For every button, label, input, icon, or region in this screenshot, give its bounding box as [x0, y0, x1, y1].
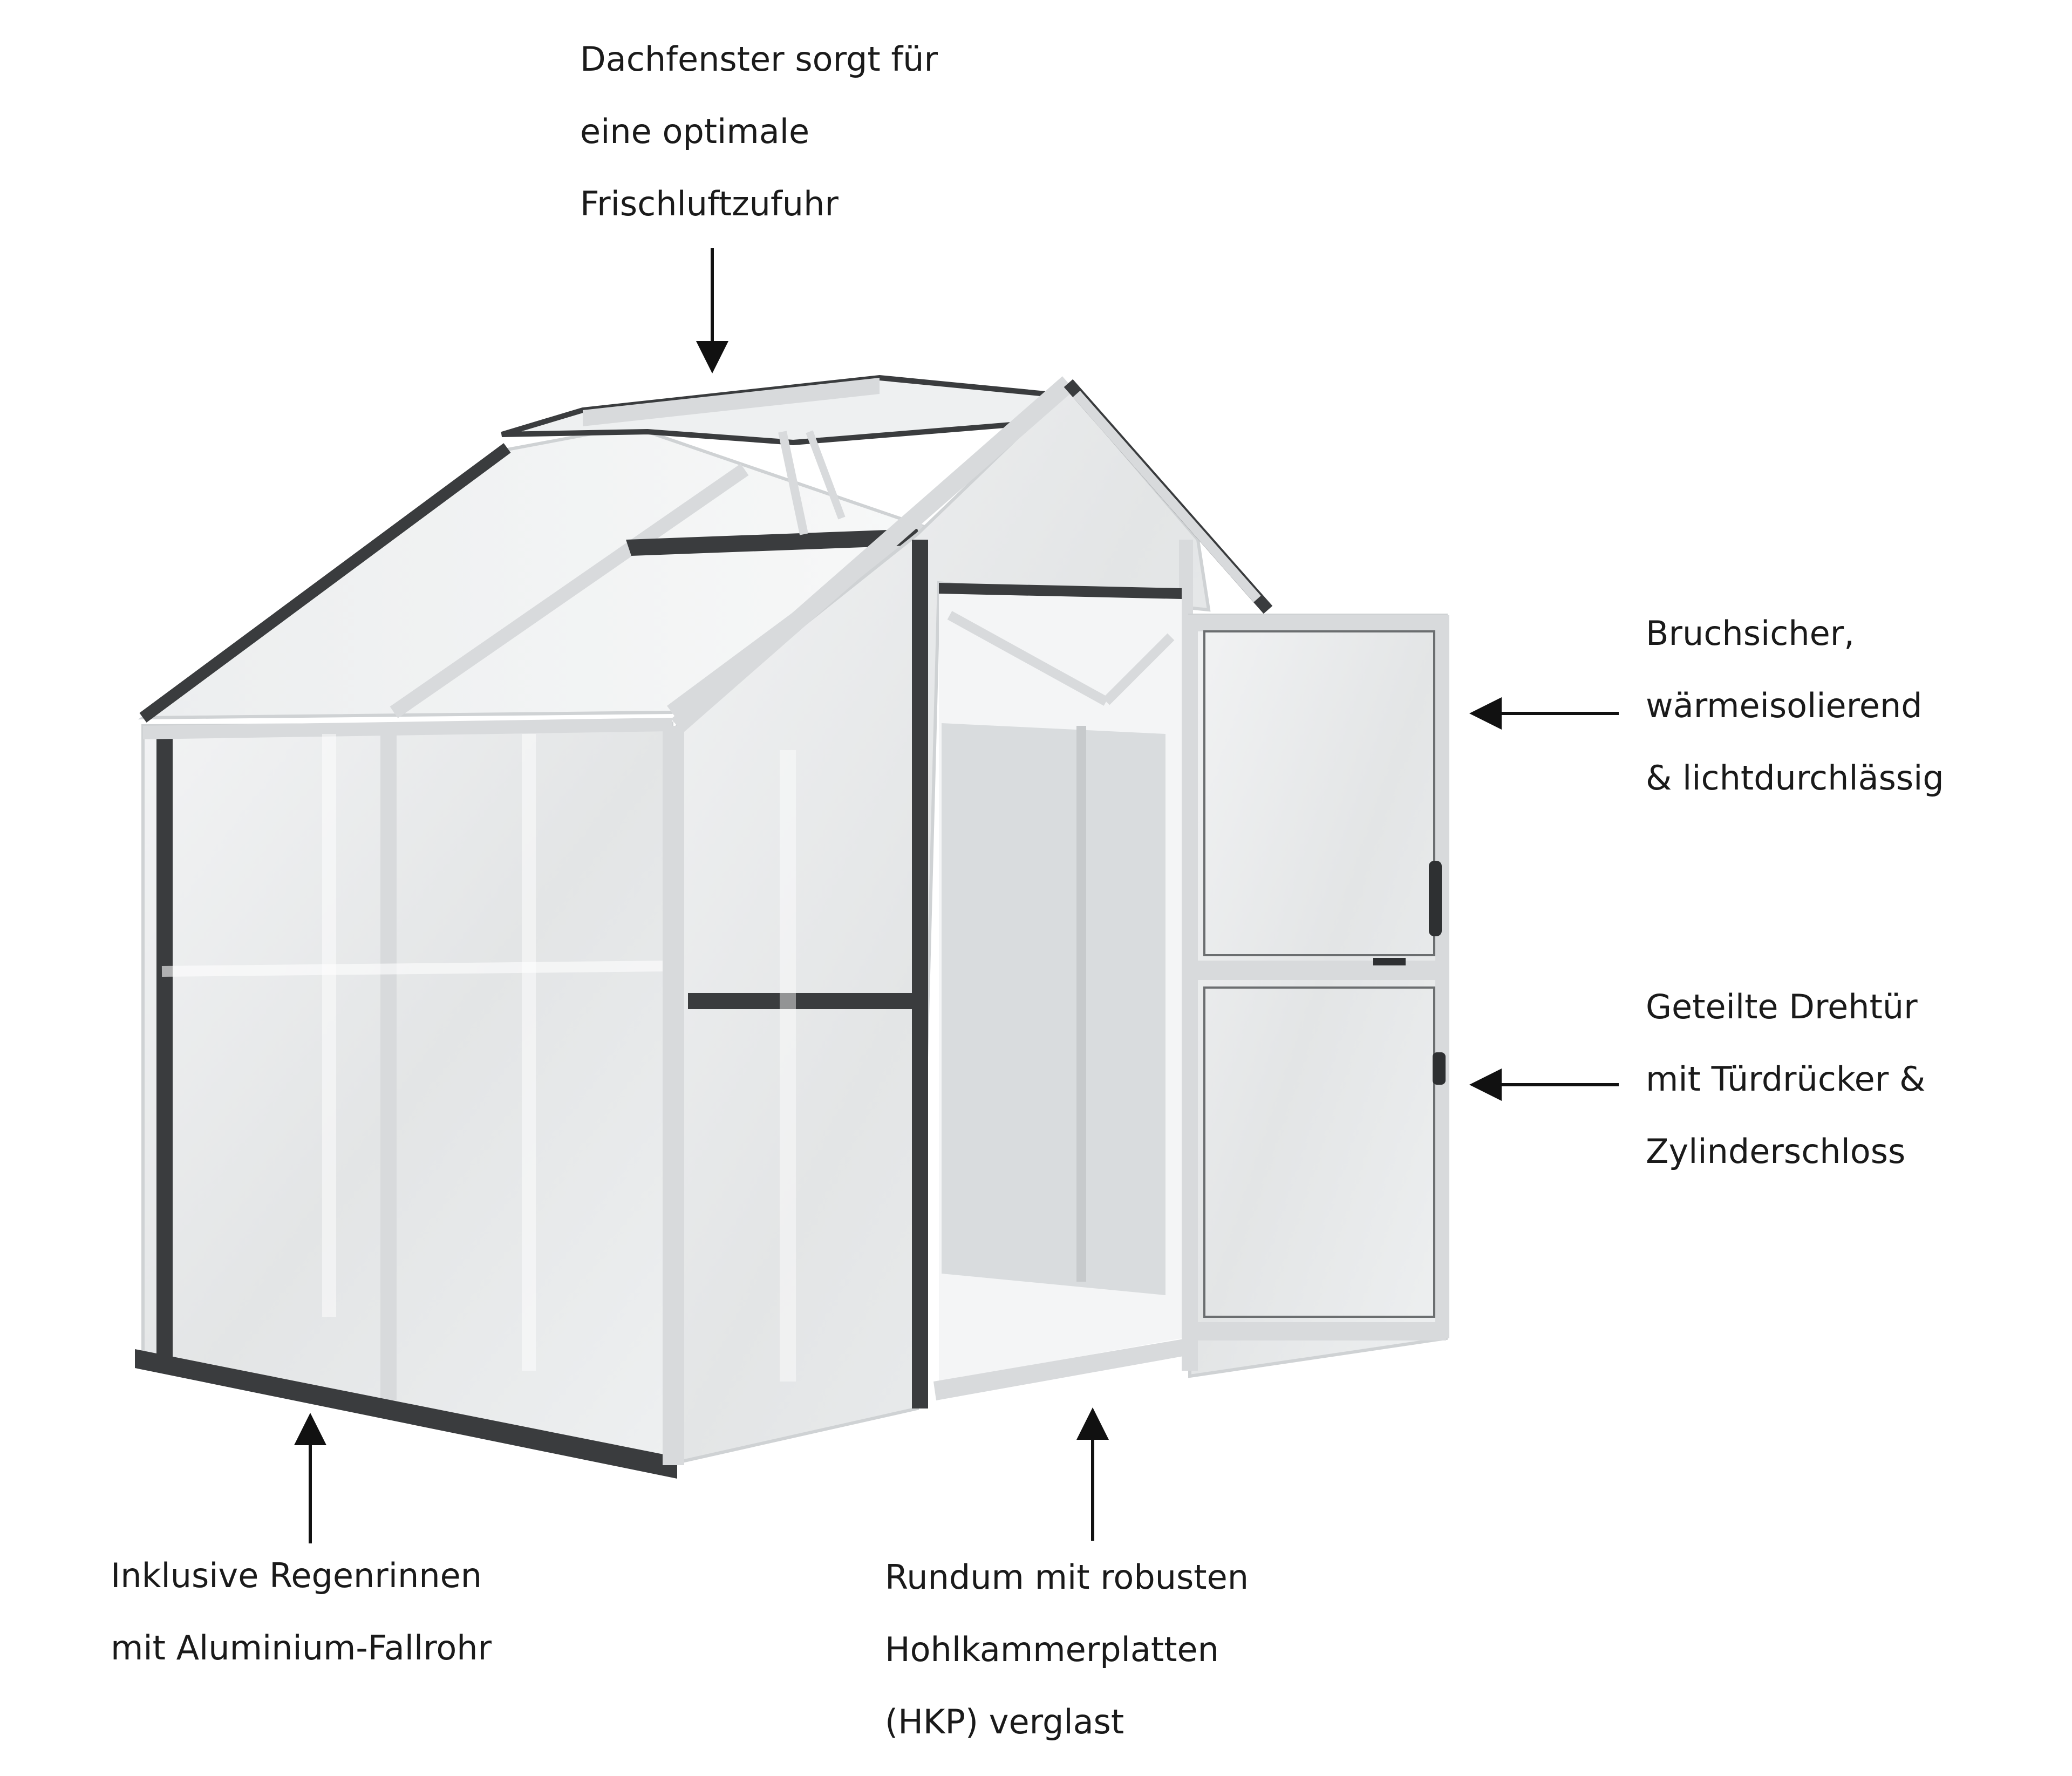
left-side-wall — [135, 718, 679, 1479]
roof-vent-window — [501, 375, 1079, 535]
callout-split-door: Geteilte Drehtür mit Türdrücker & Zylind… — [1646, 971, 1925, 1188]
callout-line: mit Aluminium-Fallrohr — [111, 1628, 492, 1668]
callout-line: mit Türdrücker & — [1646, 1059, 1926, 1099]
callout-gutter: Inklusive Regenrinnen mit Aluminium-Fall… — [111, 1540, 492, 1684]
door-lock-icon — [1433, 1052, 1446, 1085]
door-opening — [933, 583, 1192, 1400]
callout-line: eine optimale — [580, 112, 810, 151]
callout-line: Dachfenster sorgt für — [580, 39, 938, 79]
door-handle-icon — [1429, 861, 1442, 936]
front-gable-wall — [663, 376, 1273, 1465]
callout-line: Geteilte Drehtür — [1646, 987, 1918, 1026]
callout-line: (HKP) verglast — [885, 1702, 1124, 1741]
callout-line: Rundum mit robusten — [885, 1557, 1249, 1597]
callout-line: Frischluftzufuhr — [580, 184, 839, 223]
callout-shatterproof: Bruchsicher, wärmeisolierend & lichtdurc… — [1646, 597, 1944, 814]
callout-panels: Rundum mit robusten Hohlkammerplatten (H… — [885, 1541, 1249, 1758]
callout-arrows — [294, 248, 1619, 1543]
callout-line: wärmeisolierend — [1646, 686, 1923, 725]
callout-line: Inklusive Regenrinnen — [111, 1556, 482, 1595]
callout-line: Hohlkammerplatten — [885, 1630, 1219, 1669]
callout-roof-window: Dachfenster sorgt für eine optimale Fris… — [580, 23, 938, 240]
callout-line: Zylinderschloss — [1646, 1132, 1906, 1171]
callout-line: Bruchsicher, — [1646, 614, 1855, 653]
split-door — [1182, 614, 1449, 1378]
callout-line: & lichtdurchlässig — [1646, 758, 1944, 798]
